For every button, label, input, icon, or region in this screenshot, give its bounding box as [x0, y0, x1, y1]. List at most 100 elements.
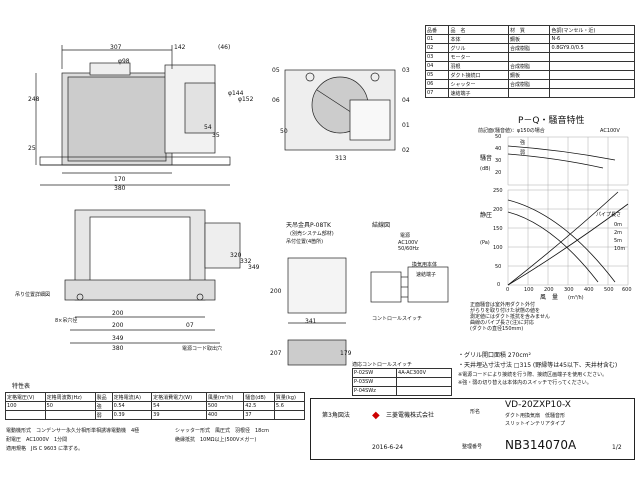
tick-label: 50	[495, 134, 502, 140]
chart-title: P－Q・騒音特性	[518, 116, 585, 126]
footnote: ・グリル開口面積 270cm²	[458, 352, 531, 359]
curve-label: パイプ長さ	[596, 212, 622, 218]
ceiling-bracket-svg	[287, 257, 347, 366]
cell	[507, 88, 551, 98]
document-number: NB314070A	[505, 438, 577, 452]
cell: シャッター	[448, 79, 509, 89]
tick-label: 300	[564, 287, 574, 293]
curve-label: 弱	[520, 150, 526, 156]
cell: 弱	[94, 410, 113, 420]
footnote: ・天井埋込寸法寸法 □315 (野縁等は45以下、天井材含む)	[458, 362, 618, 369]
wiring-label: コントロールスイッチ	[372, 316, 423, 322]
front-view-svg	[35, 45, 231, 186]
header-cell: 品 名	[448, 25, 509, 35]
cell: N-6	[549, 34, 635, 44]
model-number: VD-20ZXP10-X	[505, 400, 571, 410]
cell	[507, 52, 551, 62]
model-desc: スリットインテリアタイプ	[505, 421, 566, 427]
cell: 0.8GY9.0/0.5	[549, 43, 635, 53]
tick-label: 0	[497, 282, 501, 288]
chart-footnote: 測定値にはダクト抵抗を含みません	[470, 314, 550, 320]
cell: ダクト接続口	[448, 70, 509, 80]
dim-label: (46)	[218, 44, 231, 51]
chart-note: 前記面(騒音値)：φ150の場合	[478, 128, 545, 134]
table-row: 品番 品 名 材 質 色調(マンセル・近)	[424, 25, 635, 35]
cell	[273, 410, 306, 420]
cell: 強	[94, 401, 113, 411]
table-row: P-04SWz	[351, 386, 452, 396]
footnote: ※電源コードにより接続を行う際、接続区画端子を使用ください。	[458, 372, 608, 378]
header-cell: 製品	[94, 392, 113, 402]
plan-view-svg	[64, 209, 241, 344]
header-cell: 風量(m³/h)	[205, 392, 245, 402]
header-cell: 定格消費電力(W)	[151, 392, 207, 402]
cell: 400	[205, 410, 245, 420]
dim-label: 248	[28, 96, 40, 103]
dim-label: 307	[110, 44, 122, 51]
section-title: 結線図	[372, 222, 391, 229]
cell: 合成樹脂	[507, 43, 551, 53]
cell: 500	[205, 401, 245, 411]
wiring-label: 50/60Hz	[398, 246, 419, 252]
doc-label: 整理番号	[462, 444, 483, 450]
detail-label: 電源コード取出穴	[182, 346, 223, 352]
dim-label: 54	[204, 124, 212, 131]
wiring-svg	[370, 266, 449, 303]
cell: 01	[424, 34, 450, 44]
detail-label: 8×吊穴径	[55, 318, 78, 324]
cell: 合成樹脂	[507, 61, 551, 71]
spec-title: 特性表	[12, 383, 31, 390]
axis-label: 騒音	[480, 155, 493, 162]
cell: 02	[424, 43, 450, 53]
spec-line: 耐電圧 AC1000V 1分間	[6, 437, 68, 443]
header-cell: 定格電圧(V)	[5, 392, 46, 402]
dim-label: 142	[174, 44, 186, 51]
dim-label: 320	[230, 252, 242, 259]
dim-label: 25	[28, 145, 36, 152]
cell: 100	[5, 401, 46, 411]
dim-label: φ144	[228, 90, 244, 97]
cell: 本体	[448, 34, 509, 44]
callout-01: 01	[402, 122, 410, 129]
cell: P-04SWz	[351, 386, 398, 396]
axis-unit: (dB)	[480, 166, 491, 172]
tick-label: 250	[493, 188, 503, 194]
wiring-label: 速結端子	[416, 272, 437, 278]
tick-label: 40	[495, 146, 502, 152]
cell: 5.6	[273, 401, 306, 411]
header-cell: 色調(マンセル・近)	[549, 25, 635, 35]
spec-line: 適用規格 JIS C 9603 に準ずる。	[6, 446, 84, 452]
section-subtitle: (別売システム部材)	[290, 231, 334, 237]
spec-table: 定格電圧(V) 定格周波数(Hz) 製品 定格電流(A) 定格消費電力(W) 風…	[5, 392, 306, 420]
dim-label: φ98	[118, 58, 130, 65]
dim-label: 332	[240, 258, 252, 265]
cell: 羽根	[448, 61, 509, 71]
callout-07: 07	[186, 322, 194, 329]
spec-line: 絶縁抵抗 10MΩ以上(500Vメガー)	[175, 437, 257, 443]
cell: モーター	[448, 52, 509, 62]
dim-label: 200	[270, 288, 282, 295]
spec-line: シャッター形式 風圧式 羽根径 18cm	[175, 428, 269, 434]
dim-label: 35	[212, 132, 220, 139]
cell: 0.39	[111, 410, 153, 420]
dim-label: 313	[335, 155, 347, 162]
axis-label: 風 量	[540, 294, 559, 301]
dim-label: 380	[112, 345, 124, 352]
cell: 速結端子	[448, 88, 509, 98]
model-label: 形名	[470, 409, 481, 415]
curve-label: 強	[520, 140, 526, 146]
tick-label: 100	[524, 287, 534, 293]
title-block	[310, 398, 635, 460]
detail-label: 吊り位置詳細図	[15, 292, 51, 298]
header-cell: 質量(kg)	[273, 392, 306, 402]
cell	[44, 410, 96, 420]
page-number: 1/2	[612, 444, 622, 451]
cell: 4A-AC300V	[396, 368, 452, 378]
callout-02: 02	[402, 147, 410, 154]
cell	[549, 70, 635, 80]
